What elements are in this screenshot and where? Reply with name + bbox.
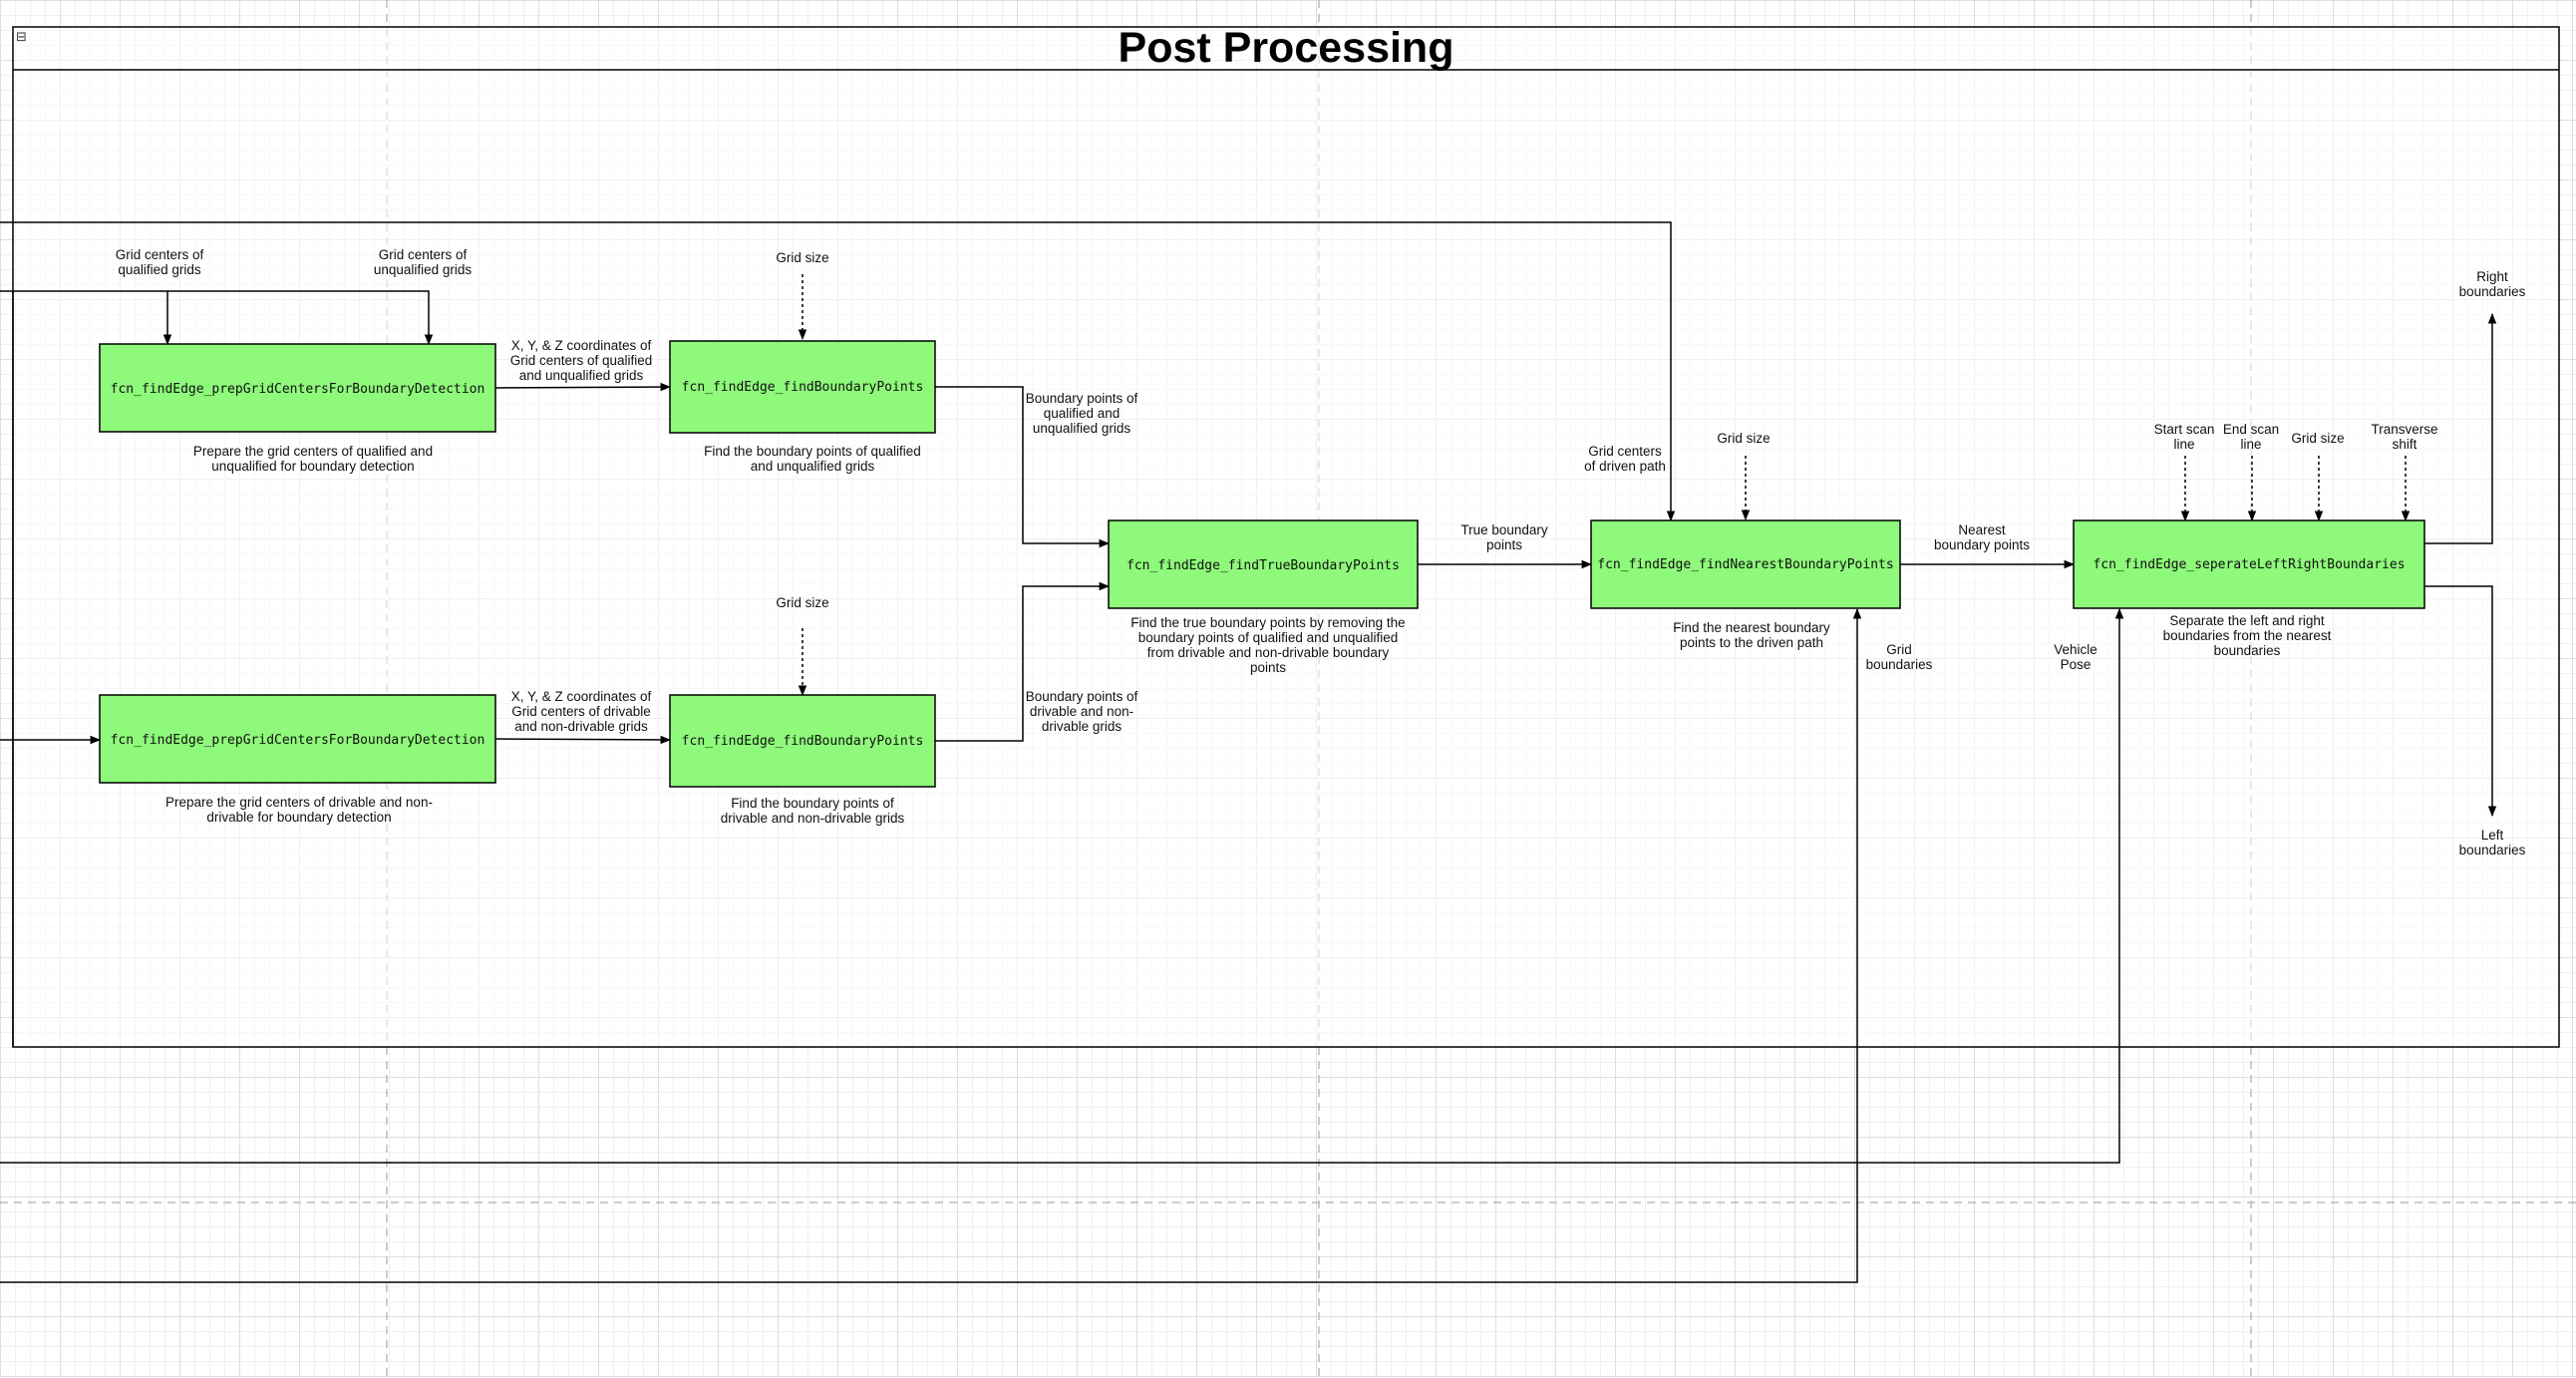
block-prep-qualified[interactable]: fcn_findEdge_prepGridCentersForBoundaryD… bbox=[99, 343, 496, 433]
note-desc-true: Find the true boundary points by removin… bbox=[1130, 615, 1405, 675]
connector-xyz-qualified bbox=[494, 382, 672, 392]
block-separate-boundaries[interactable]: fcn_findEdge_seperateLeftRightBoundaries bbox=[2073, 519, 2425, 609]
block-true-boundary[interactable]: fcn_findEdge_findTrueBoundaryPoints bbox=[1108, 519, 1419, 609]
note-grid-size-sep: Grid size bbox=[2291, 431, 2344, 446]
connector-driven-path bbox=[0, 221, 1676, 522]
block-label: fcn_findEdge_findNearestBoundaryPoints bbox=[1597, 557, 1893, 572]
block-label: fcn_findEdge_seperateLeftRightBoundaries bbox=[2093, 557, 2405, 572]
block-boundary-qualified[interactable]: fcn_findEdge_findBoundaryPoints bbox=[669, 340, 936, 434]
connector-grid-boundaries bbox=[0, 607, 1862, 1283]
note-grid-size-mid: Grid size bbox=[776, 595, 828, 610]
note-desc-prep-qualified: Prepare the grid centers of qualified an… bbox=[193, 444, 433, 474]
connector-xyz-drivable bbox=[494, 735, 672, 745]
block-label: fcn_findEdge_prepGridCentersForBoundaryD… bbox=[111, 382, 485, 397]
block-prep-drivable[interactable]: fcn_findEdge_prepGridCentersForBoundaryD… bbox=[99, 694, 496, 784]
connector-left-boundaries bbox=[2424, 585, 2497, 818]
connector-bp-drivable bbox=[935, 581, 1111, 742]
block-label: fcn_findEdge_prepGridCentersForBoundaryD… bbox=[111, 733, 485, 748]
collapse-icon[interactable]: ⊟ bbox=[16, 30, 27, 45]
connector-bp-qualified bbox=[935, 386, 1111, 548]
block-boundary-drivable[interactable]: fcn_findEdge_findBoundaryPoints bbox=[669, 694, 936, 788]
note-desc-prep-drivable: Prepare the grid centers of drivable and… bbox=[165, 795, 433, 825]
connector-vehicle-pose bbox=[0, 607, 2124, 1164]
connector-unqualified-input bbox=[167, 290, 434, 346]
note-grid-size-top: Grid size bbox=[776, 250, 828, 265]
block-label: fcn_findEdge_findBoundaryPoints bbox=[682, 380, 924, 395]
block-nearest-boundary[interactable]: fcn_findEdge_findNearestBoundaryPoints bbox=[1590, 519, 1901, 609]
connector-right-boundaries bbox=[2424, 312, 2497, 544]
block-label: fcn_findEdge_findTrueBoundaryPoints bbox=[1127, 558, 1400, 573]
connectors bbox=[0, 221, 2497, 1283]
parameter-connectors bbox=[798, 274, 2411, 697]
block-label: fcn_findEdge_findBoundaryPoints bbox=[682, 734, 924, 749]
function-blocks: fcn_findEdge_prepGridCentersForBoundaryD… bbox=[99, 340, 2425, 788]
container-title: Post Processing bbox=[1119, 24, 1454, 72]
note-grid-size-nearest: Grid size bbox=[1717, 431, 1770, 446]
